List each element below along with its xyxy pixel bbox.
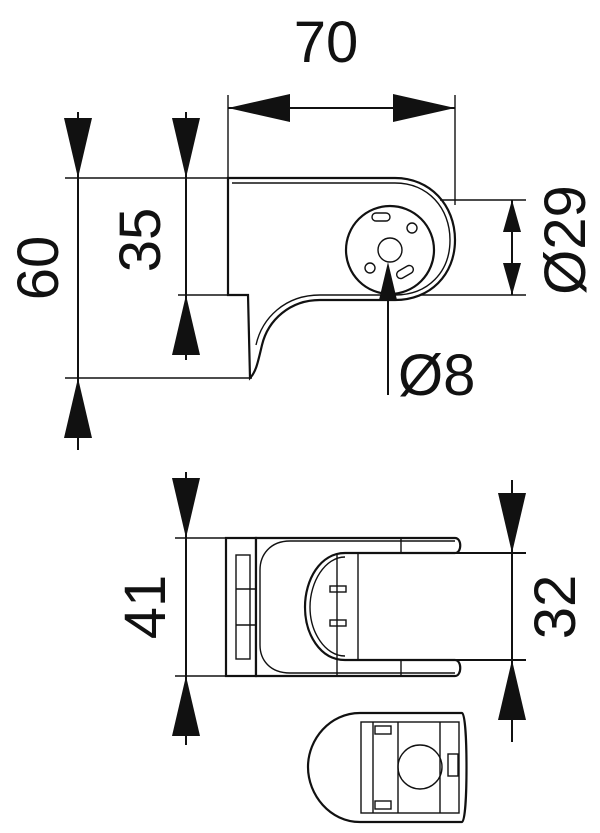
end-view-part [306,711,468,824]
dimension-label-35: 35 [108,208,173,273]
dimension-60: 60 [6,112,252,450]
dimension-41: 41 [113,472,228,745]
dimension-label-70: 70 [294,10,359,75]
dimension-diameter-29: Ø29 [420,185,598,296]
dimension-label-32: 32 [523,575,588,640]
dimension-32: 32 [498,480,588,742]
dimension-35: 35 [108,112,250,360]
dimension-label-diameter-29: Ø29 [533,185,598,295]
top-view-part [224,536,526,678]
side-view-part [226,176,457,381]
dimension-label-diameter-8: Ø8 [398,343,475,408]
dimension-label-41: 41 [113,575,178,640]
dimension-70: 70 [227,10,456,205]
dimension-diameter-8: Ø8 [379,262,475,408]
dimension-label-60: 60 [6,236,71,301]
